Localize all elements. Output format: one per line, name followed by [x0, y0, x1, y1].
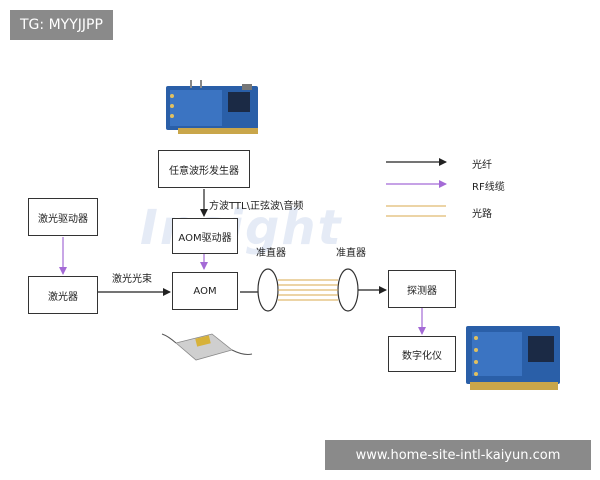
node-aom-driver: AOM驱动器: [172, 218, 238, 254]
url-banner: www.home-site-intl-kaiyun.com: [325, 440, 591, 470]
node-laser-driver: 激光驱动器: [28, 198, 98, 236]
collimator-right-icon: [337, 268, 359, 312]
label-collimator-right: 准直器: [336, 248, 366, 259]
digitizer-card-icon: [466, 326, 560, 390]
tg-tag: TG: MYYJJPP: [10, 10, 113, 40]
optical-path-beams: [278, 279, 338, 301]
label-laser-beam: 激光光束: [112, 274, 152, 285]
collimator-left-icon: [257, 268, 279, 312]
node-laser: 激光器: [28, 276, 98, 314]
node-detector: 探测器: [388, 270, 456, 308]
aom-device-icon: [161, 333, 253, 361]
spectrum-card-icon: [166, 80, 258, 134]
legend-rf-label: RF线缆: [472, 182, 505, 193]
node-awg: 任意波形发生器: [158, 150, 250, 188]
label-waveforms: 方波TTL\正弦波\音频: [209, 201, 304, 212]
label-collimator-left: 准直器: [256, 248, 286, 259]
legend-optical-label: 光路: [472, 209, 492, 220]
node-aom: AOM: [172, 272, 238, 310]
legend-fiber-label: 光纤: [472, 160, 492, 171]
node-digitizer: 数字化仪: [388, 336, 456, 372]
